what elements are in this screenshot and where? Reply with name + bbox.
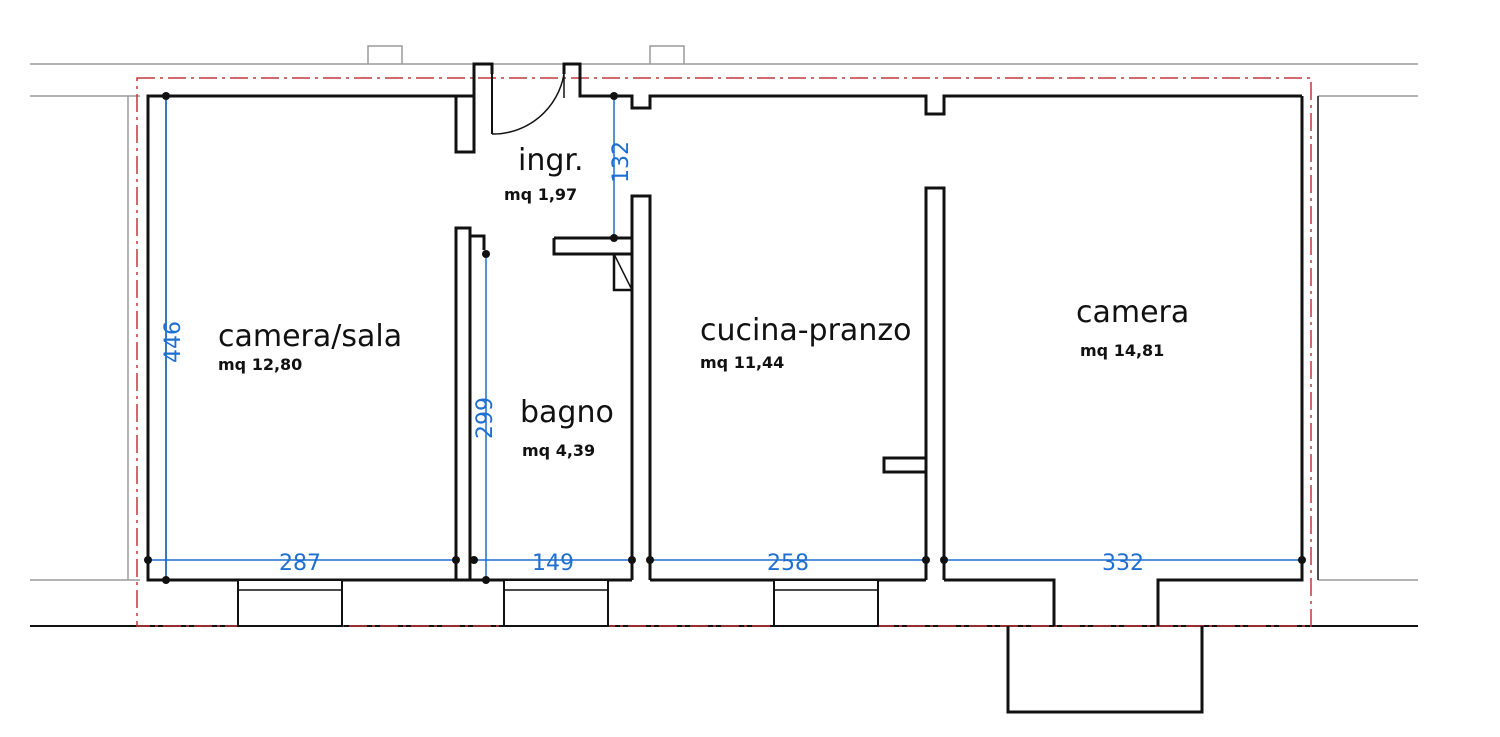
room-label-bagno: bagno [520, 395, 614, 430]
room-area-ingresso: mq 1,97 [504, 185, 577, 204]
entrance-door [491, 64, 565, 135]
room-label-camera: camera [1076, 295, 1189, 330]
windows [237, 579, 879, 627]
room-area-cucina-pranzo: mq 11,44 [700, 353, 784, 372]
dim-camera-sala-depth: 446 [161, 321, 186, 363]
room-label-cucina-pranzo: cucina-pranzo [700, 313, 911, 348]
room-area-camera: mq 14,81 [1080, 341, 1164, 360]
dimension-markers [144, 92, 1306, 584]
dim-camera-sala-width: 287 [279, 551, 321, 576]
dim-camera-width: 332 [1102, 551, 1144, 576]
room-area-camera-sala: mq 12,80 [218, 355, 302, 374]
dimension-lines [148, 96, 1302, 580]
property-boundary [136, 77, 1312, 627]
room-label-ingresso: ingr. [518, 143, 584, 178]
room-label-camera-sala: camera/sala [218, 319, 402, 354]
dim-cucina-width: 258 [767, 551, 809, 576]
dim-bagno-depth: 299 [473, 397, 498, 439]
dim-ingresso-depth: 132 [609, 141, 634, 183]
room-area-bagno: mq 4,39 [522, 441, 595, 460]
dim-bagno-width: 149 [532, 551, 574, 576]
